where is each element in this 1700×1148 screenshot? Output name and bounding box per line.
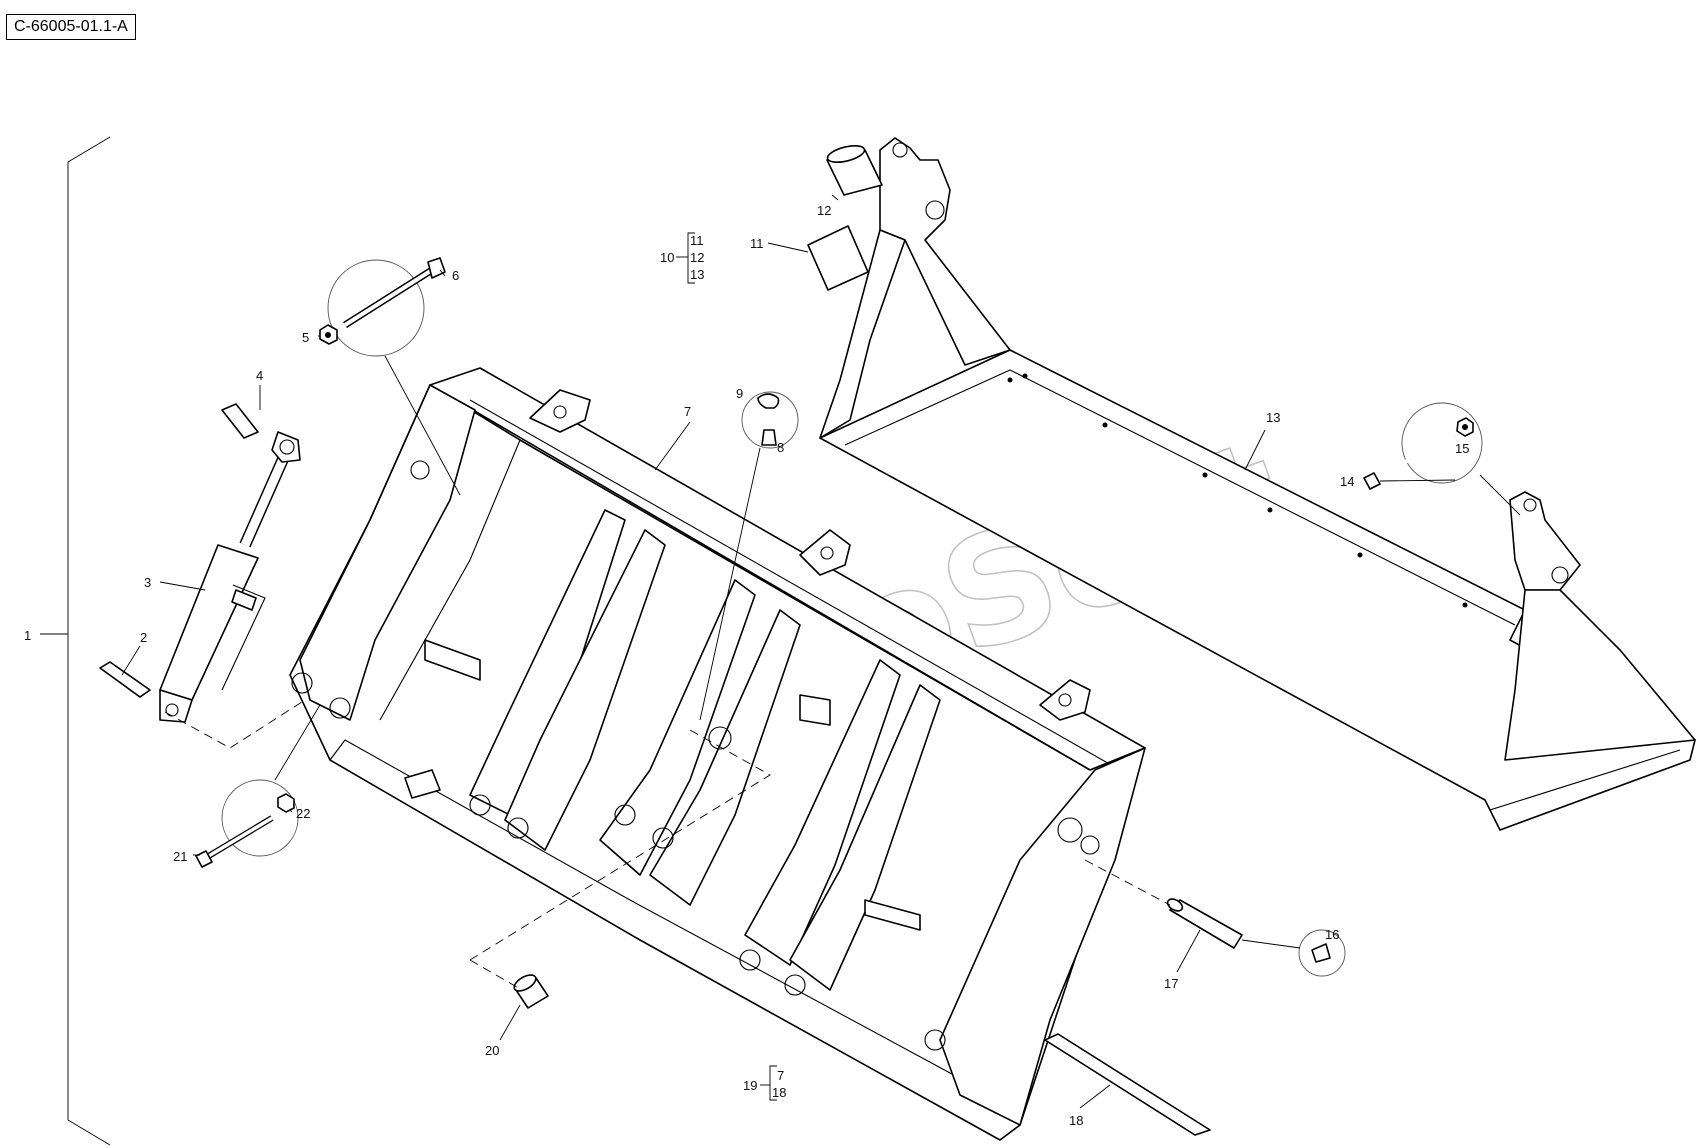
wear-plate-11: [807, 225, 869, 291]
callout-11: 11: [750, 236, 764, 251]
nut-15: [1456, 417, 1474, 437]
group-19-item-2: 18: [772, 1085, 786, 1100]
drawing-code-label: C-66005-01.1-A: [6, 14, 136, 40]
callout-21: 21: [173, 849, 187, 864]
callout-5: 5: [302, 330, 309, 345]
callout-1: 1: [24, 628, 31, 643]
assembly-bracket: [40, 136, 111, 1146]
callout-20: 20: [485, 1043, 499, 1058]
detail-circle-16: [1298, 929, 1346, 977]
detail-circle-21-22: [221, 779, 299, 857]
detail-circle-14-15: [1401, 402, 1483, 484]
grease-nipple-16: [1311, 943, 1331, 963]
callout-17: 17: [1164, 976, 1178, 991]
bushing-12: [826, 144, 883, 196]
callout-19: 19: [743, 1078, 757, 1093]
callout-14: 14: [1340, 474, 1354, 489]
callout-18: 18: [1069, 1113, 1083, 1128]
callout-7: 7: [684, 404, 691, 419]
pin-18: [1044, 1033, 1211, 1136]
callout-13: 13: [1266, 410, 1280, 425]
bolt-21: [195, 815, 274, 868]
nut-22: [277, 793, 295, 813]
callout-labels: 1 2 3 4 5 6 7 8 9 10 11 12 13 14 15 16 1…: [24, 203, 1469, 1128]
callout-3: 3: [144, 575, 151, 590]
callout-9: 9: [736, 386, 743, 401]
alignment-lines: [164, 699, 1171, 991]
callout-leaders: [121, 194, 1456, 1109]
callout-12: 12: [817, 203, 831, 218]
bolt-14: [1363, 435, 1456, 490]
cutting-edge-assembly: [819, 137, 1696, 831]
grease-nipple-8: [761, 429, 777, 446]
nut-5: [319, 324, 338, 345]
group-bracket-10: [676, 232, 695, 284]
callout-8: 8: [777, 440, 784, 455]
edge-bolt-holes: [1007, 373, 1468, 608]
callout-2: 2: [140, 630, 147, 645]
bushing-20: [513, 974, 549, 1009]
callout-22: 22: [296, 806, 310, 821]
bolt-6: [343, 257, 446, 328]
pin-2: [99, 661, 151, 698]
bucket-body: [289, 367, 1146, 1141]
callout-15: 15: [1455, 441, 1469, 456]
callout-6: 6: [452, 268, 459, 283]
detail-circle-5-6: [327, 259, 425, 357]
callout-16: 16: [1325, 927, 1339, 942]
group-10-item-3: 13: [690, 267, 704, 282]
group-10-item-2: 12: [690, 250, 704, 265]
callout-10: 10: [660, 250, 674, 265]
group-19-item-1: 7: [777, 1068, 784, 1083]
grease-cap-9: [757, 393, 780, 409]
cylinder-3: [159, 431, 301, 723]
callout-4: 4: [256, 368, 263, 383]
pin-4: [221, 403, 259, 439]
group-10-item-1: 11: [690, 233, 704, 248]
group-bracket-19: [760, 1065, 777, 1101]
pin-17: [1166, 898, 1243, 949]
detail-circle-8-9: [741, 391, 799, 449]
